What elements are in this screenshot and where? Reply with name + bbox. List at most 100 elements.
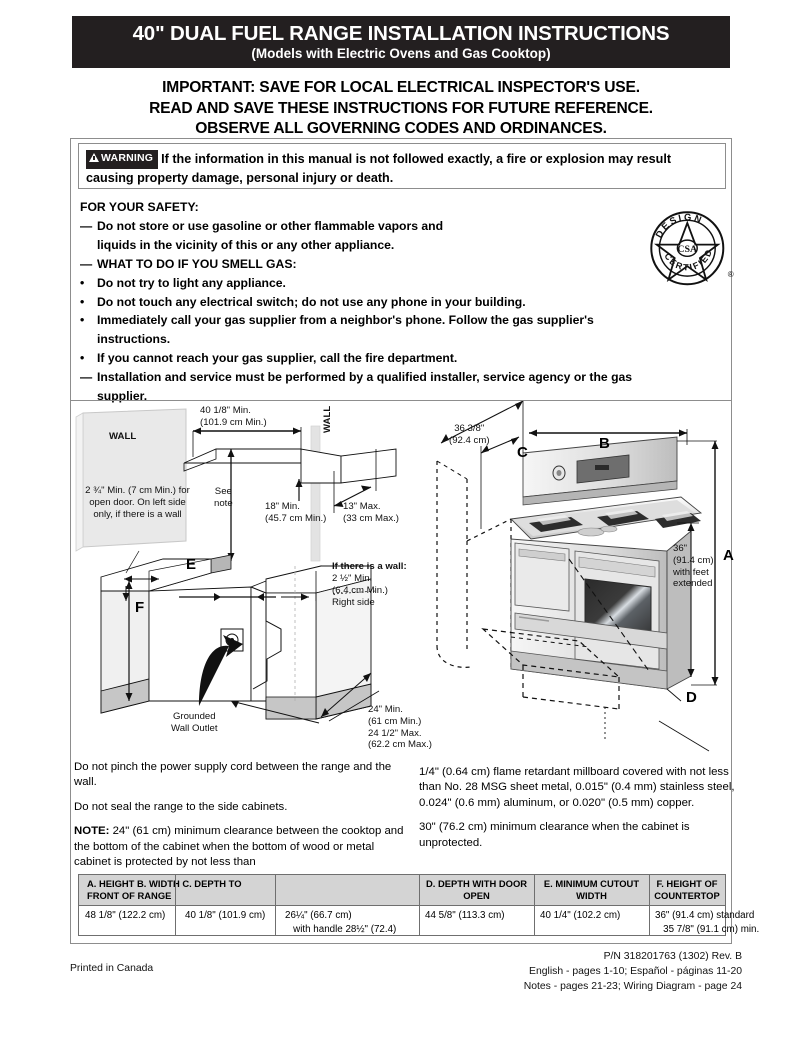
dim-depth-36-3-8: 36 3/8" (92.4 cm) [449,423,490,446]
safety-item: — Installation and service must be perfo… [80,368,640,387]
note-cord: Do not pinch the power supply cord betwe… [74,761,392,789]
note-clearance-body: 24" (61 cm) minimum clearance between th… [74,825,404,868]
table-header-e: E. MINIMUM CUTOUT WIDTH [543,878,640,902]
wall-label-left: WALL [109,431,137,442]
letter-B-label: B [599,435,610,452]
if-there-is-a-wall-title: If there is a wall: [332,561,407,572]
table-divider-1 [175,875,176,905]
important-line-1: IMPORTANT: SAVE FOR LOCAL ELECTRICAL INS… [162,79,640,96]
dim-top-width: 40 1/8" Min. (101.9 cm Min.) [200,405,267,428]
part-number: P/N 318201763 (1302) Rev. B [603,951,742,962]
csa-registered-mark: ® [728,270,734,279]
csa-logo-svg: CSA DESIGN CERTIFIED ® [650,211,734,286]
table-header-f: F. HEIGHT OF COUNTERTOP [654,878,720,902]
safety-item-text: Do not touch any electrical switch; do n… [97,294,526,309]
important-line-2: READ AND SAVE THESE INSTRUCTIONS FOR FUT… [149,99,653,117]
left-clearance-note: 2 ¾" Min. (7 cm Min.) for open door. On … [85,485,190,520]
note-prefix: NOTE: [74,825,110,838]
table-divider-4b [534,906,535,936]
see-note-label: See note [214,486,233,509]
table-value-b: 40 1/8" (101.9 cm) [185,910,266,921]
table-divider-2b [275,906,276,936]
table-header-row: A. HEIGHT B. WIDTH C. DEPTH TO FRONT OF … [79,875,725,906]
table-divider-3 [419,875,420,905]
notes-left-column: Do not pinch the power supply cord betwe… [74,760,414,879]
safety-item: — WHAT TO DO IF YOU SMELL GAS: [80,255,640,274]
content-frame [70,138,732,944]
warning-badge-label: WARNING [101,152,154,164]
dim-13-max: 13" Max. (33 cm Max.) [343,501,399,524]
note-unprotected: 30" (76.2 cm) minimum clearance when the… [419,821,690,849]
safety-item-text: Immediately call your gas supplier from … [97,313,594,328]
safety-marker: • [80,275,85,290]
table-header-d: D. DEPTH WITH DOOR OPEN [425,878,528,902]
if-there-is-a-wall-body: 2 ½" Min. (6.4 cm Min.) Right side [332,573,388,608]
diagram-panel: WALL WALL 40 1/8" Min. (101.9 cm Min.) S… [71,400,734,756]
safety-heading: FOR YOUR SAFETY: [80,200,199,214]
warning-badge: WARNING [86,150,159,169]
important-line-3: OBSERVE ALL GOVERNING CODES AND ORDINANC… [195,120,607,138]
safety-item-text: WHAT TO DO IF YOU SMELL GAS: [97,256,297,271]
warning-text-line-2: causing property damage, personal injury… [86,171,394,186]
safety-marker: • [80,294,85,309]
table-divider-4 [534,875,535,905]
table-header-a-b-c: A. HEIGHT B. WIDTH C. DEPTH TO FRONT OF … [87,878,242,902]
csa-top-text: DESIGN [654,212,705,240]
safety-marker: • [80,351,85,366]
dim-18-min: 18" Min. (45.7 cm Min.) [265,501,327,524]
note-millboard: 1/4" (0.64 cm) flame retardant millboard… [419,766,735,809]
safety-marker: — [80,218,93,233]
table-value-row: 48 1/8" (122.2 cm) 40 1/8" (101.9 cm) 26… [79,906,759,936]
csa-design-certified-logo: CSA DESIGN CERTIFIED ® [645,205,735,295]
table-value-d: 44 5/8" (113.3 cm) [425,910,505,921]
important-notice: IMPORTANT: SAVE FOR LOCAL ELECTRICAL INS… [46,78,756,140]
document-title: 40" DUAL FUEL RANGE INSTALLATION INSTRUC… [132,22,670,46]
table-value-a: 48 1/8" (122.2 cm) [85,910,166,921]
letter-D-label: D [686,689,697,706]
table-divider-3b [419,906,420,936]
letter-A-label: A [723,547,734,564]
warning-box: WARNING If the information in this manual… [78,143,726,189]
dimensions-table: A. HEIGHT B. WIDTH C. DEPTH TO FRONT OF … [78,874,759,936]
safety-item: • If you cannot reach your gas supplier,… [80,349,640,368]
safety-item: • Do not try to light any appliance. [80,274,640,293]
safety-item-continuation: liquids in the vicinity of this or any o… [97,237,395,252]
wall-label-right: WALL [322,405,333,433]
safety-marker: — [80,256,93,271]
safety-section: FOR YOUR SAFETY: — Do not store or use g… [80,198,640,406]
table-value-f: 36" (91.4 cm) standard 35 7/8" (91.1 cm)… [655,910,760,935]
csa-center-text: CSA [677,244,698,255]
safety-item: • Immediately call your gas supplier fro… [80,311,640,330]
safety-item-text: Do not store or use gasoline or other fl… [97,218,444,233]
page-range-languages: English - pages 1-10; Español - páginas … [529,965,742,977]
page-range-notes: Notes - pages 21-23; Wiring Diagram - pa… [523,980,742,992]
cabinet-clearance-diagram [75,408,397,724]
note-clearance: NOTE: 24" (61 cm) minimum clearance betw… [74,824,414,870]
range-dimensions-diagram [436,401,719,752]
safety-marker: • [80,313,85,328]
table-divider-5b [649,906,650,936]
table-divider-5 [649,875,650,905]
letter-C-label: C [517,444,528,461]
table-divider-1b [175,906,176,936]
safety-item-text: Do not try to light any appliance. [97,275,286,290]
safety-marker: — [80,370,93,385]
footer-info: P/N 318201763 (1302) Rev. B English - pa… [524,950,742,994]
document-subtitle: (Models with Electric Ovens and Gas Cook… [251,45,551,61]
table-divider-2 [275,875,276,905]
safety-item: • Do not touch any electrical switch; do… [80,293,640,312]
document-header-banner: 40" DUAL FUEL RANGE INSTALLATION INSTRUC… [72,16,730,68]
countertop-height-note: 36" (91.4 cm) with feet extended [673,543,714,590]
note-seal: Do not seal the range to the side cabine… [74,800,288,813]
table-value-c: 26¼" (66.7 cm) with handle 28½" (72.4) [285,910,397,935]
dim-24-min-max: 24" Min. (61 cm Min.) 24 1/2" Max. (62.2… [368,704,432,751]
table-value-e: 40 1/4" (102.2 cm) [540,910,621,921]
safety-item-continuation: supplier. [97,389,148,404]
warning-text-line-1: If the information in this manual is not… [161,152,672,166]
letter-F-label: F [135,599,145,616]
warning-triangle-icon [89,153,99,162]
printed-in-label: Printed in Canada [70,963,154,974]
safety-item: — Do not store or use gasoline or other … [80,217,640,236]
warning-first-line: WARNING If the information in this manual… [86,150,718,169]
